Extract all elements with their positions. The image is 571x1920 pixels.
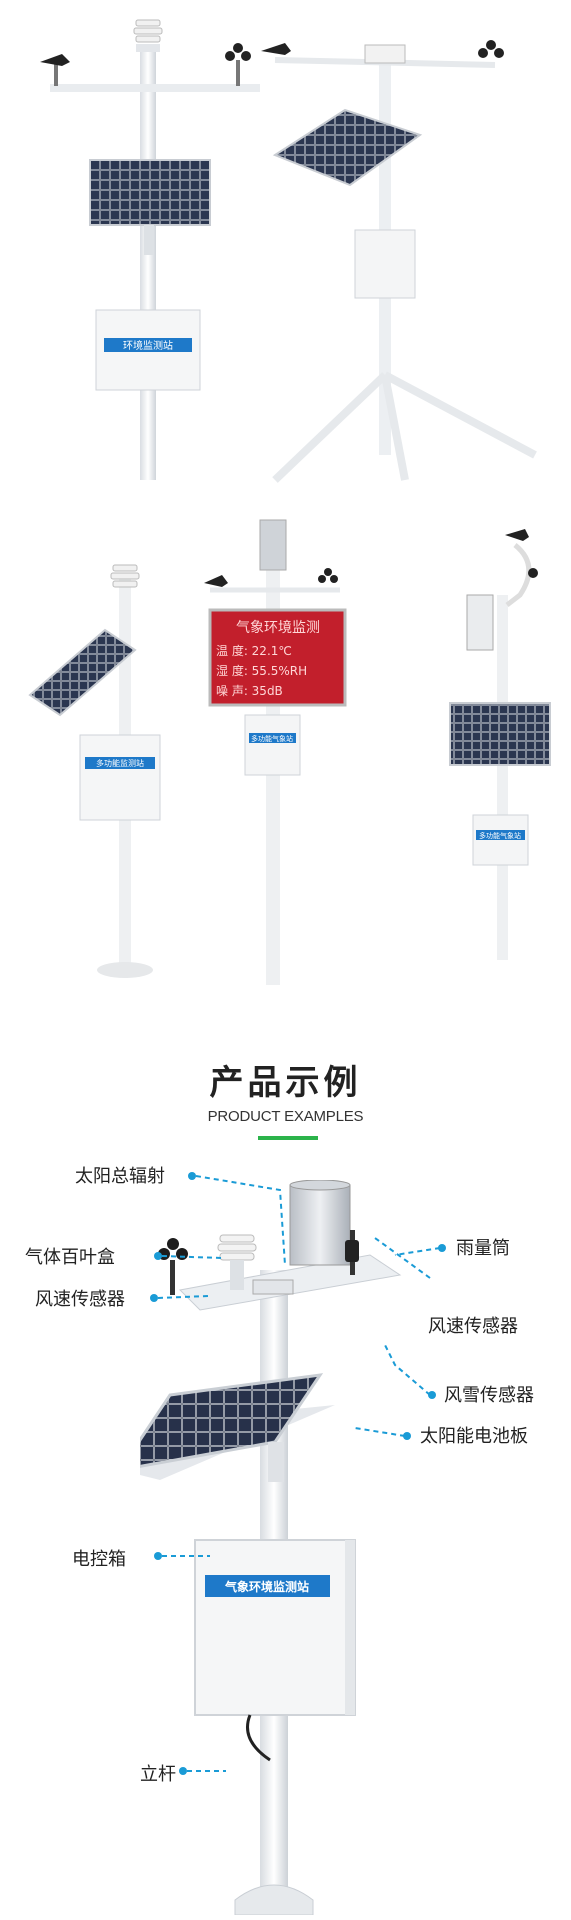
led-row-noise: 噪 声: 35dB (216, 684, 283, 698)
station-photo-5: 多功能气象站 (449, 529, 551, 960)
callout-pole: 立杆 (140, 1764, 176, 1785)
louver-box-icon (217, 1234, 257, 1290)
svg-text:多功能监测站: 多功能监测站 (96, 758, 144, 768)
wind-sensor-icon (345, 1230, 359, 1275)
station-photo-4-led: 气象环境监测 温 度: 22.1℃ 湿 度: 55.5%RH 噪 声: 35dB… (204, 519, 347, 985)
callout-lines (157, 1175, 441, 1772)
callout-solar-radiation: 太阳总辐射 (75, 1166, 165, 1187)
callout-wind-snow: 风雪传感器 (444, 1385, 534, 1406)
callout-dot (150, 1294, 158, 1302)
callout-dot (188, 1172, 196, 1180)
led-row-humidity: 湿 度: 55.5%RH (216, 663, 307, 678)
louver-box-icon (133, 19, 163, 52)
callout-wind-speed-right: 风速传感器 (428, 1316, 518, 1337)
anemometer-icon (225, 43, 251, 86)
callout-dot (403, 1432, 411, 1440)
led-header: 气象环境监测 (236, 620, 320, 636)
station-diagram: 气象环境监测站 (140, 1180, 402, 1915)
callout-control-box: 电控箱 (72, 1549, 126, 1570)
wind-vane-icon (40, 54, 70, 86)
svg-text:多功能气象站: 多功能气象站 (251, 734, 293, 743)
callout-dot (438, 1244, 446, 1252)
station-photo-3: 多功能监测站 (28, 564, 161, 978)
svg-text:多功能气象站: 多功能气象站 (479, 831, 521, 840)
station-photo-2 (261, 40, 537, 483)
control-box-label: 气象环境监测站 (224, 1579, 309, 1594)
callout-wind-speed-left: 风速传感器 (35, 1289, 125, 1310)
station-photo-1: 环境监测站 (40, 19, 260, 480)
title-accent-underline (258, 1136, 318, 1140)
section-title: 产品示例 (209, 1063, 362, 1103)
rain-gauge-icon (289, 1180, 351, 1266)
callout-dot (154, 1252, 162, 1260)
callout-rain-gauge: 雨量筒 (456, 1238, 510, 1259)
callout-solar-panel: 太阳能电池板 (420, 1426, 528, 1447)
led-row-temperature: 温 度: 22.1℃ (216, 643, 292, 658)
callout-louver-box: 气体百叶盒 (25, 1247, 115, 1268)
louver-box-icon (110, 564, 140, 588)
callout-dot (154, 1552, 162, 1560)
callout-dot (428, 1391, 436, 1399)
control-box-label: 环境监测站 (123, 339, 173, 352)
section-subtitle: PRODUCT EXAMPLES (207, 1108, 364, 1125)
callout-dot (179, 1767, 187, 1775)
